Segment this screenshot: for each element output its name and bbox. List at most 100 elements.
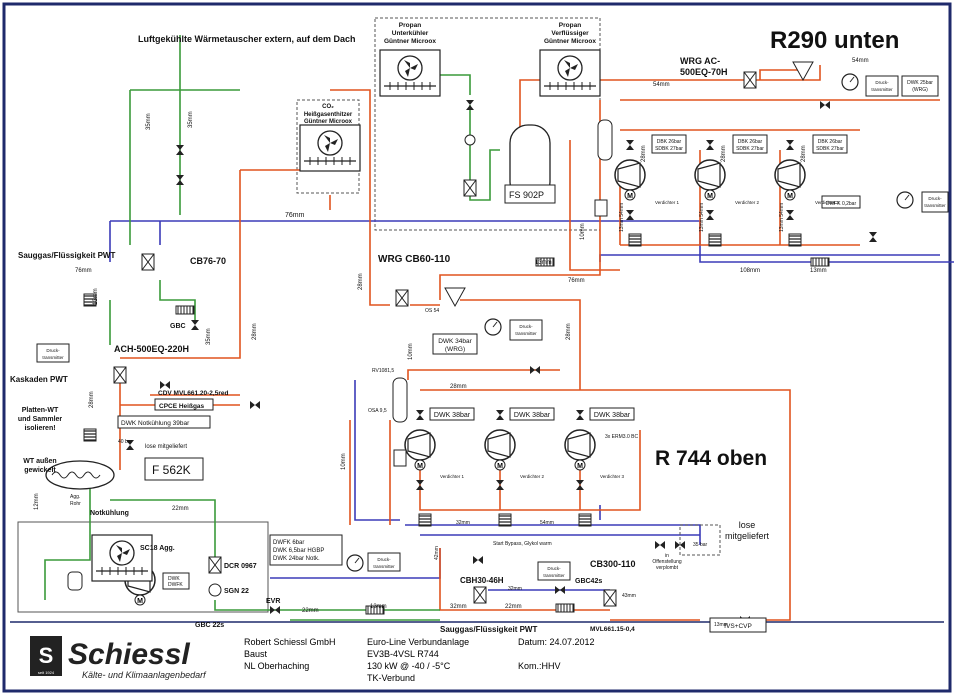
coil-r290-1: [628, 233, 642, 247]
mvl-bottom-label: MVL661.15-0,4: [590, 626, 635, 633]
propan-condenser: [539, 49, 601, 97]
cdv-label: CDV MVL661.20-2,5red: [158, 390, 228, 397]
r744-filter: [393, 449, 407, 467]
pipe-32-a: 32mm: [450, 604, 467, 610]
r290-verdichter-1: Verdichter 1: [655, 200, 680, 205]
dwk-not-box: [117, 415, 211, 429]
gauge-r744-wrg: [484, 318, 502, 336]
pipe-13-d: 13mm: [370, 604, 387, 610]
pipe-28-f: 28mm: [641, 145, 647, 162]
druck-r290-2a: Druck-: [928, 196, 942, 201]
coil-r744-2: [498, 513, 512, 527]
project-line-3: 130 kW @ -40 / -5°C: [367, 661, 451, 671]
dbk-box-1: [651, 134, 687, 154]
dbk3-b: SDBK 27bar: [816, 146, 844, 152]
gbc42s-label: GBC42s: [575, 578, 602, 585]
druck-cbh-a: Druck-: [547, 566, 561, 571]
valve-r744-d3: [576, 410, 584, 420]
druck-r290-a: Druck-: [875, 80, 889, 85]
druck-r290-b: transmitter: [871, 87, 893, 92]
valve-gbc: [191, 320, 199, 330]
schiessl-logo-mark: [30, 636, 62, 676]
dwk25-a: DWK 25bar: [907, 80, 933, 86]
notkuehlung-label: Notkühlung: [90, 510, 129, 517]
valve-r744-c2: [496, 480, 504, 490]
pipe-22-a: 22mm: [172, 506, 189, 512]
dwfk02-box: [821, 195, 861, 209]
sc18-cooler: [91, 534, 153, 582]
pipe-35-c: 35mm: [206, 328, 212, 345]
valve-r744-c3: [576, 480, 584, 490]
valve-dwfk: [869, 232, 877, 242]
sight-glass-sgn22: [208, 583, 222, 597]
dwfk02-label: DWFK 0,2bar: [826, 201, 857, 207]
cb76-70-pwt: [141, 253, 155, 271]
pipe-28-c: 28mm: [566, 323, 572, 340]
f562k-box: [144, 457, 204, 481]
cb300-110: [603, 589, 617, 607]
kom-label: Kom.:HHV: [518, 661, 561, 671]
dwk25-b: (WRG): [912, 87, 928, 93]
druck-cbh-box: [537, 561, 571, 581]
propan-cond-label-1: Propan: [559, 22, 581, 29]
dbk-box-3: [812, 134, 848, 154]
company-line-1: Robert Schiessl GmbH: [244, 637, 336, 647]
valve-cbh: [473, 556, 483, 564]
valve-subcooler: [466, 100, 474, 110]
datum-label: Datum: 24.07.2012: [518, 637, 595, 647]
sc18-dwk-box: [162, 572, 190, 590]
r290-verdichter-3: Verdichter 3: [815, 200, 840, 205]
dwk38-box-3: [589, 407, 635, 421]
pipe-12: 12mm: [34, 493, 40, 510]
company-line-3: NL Oberhaching: [244, 661, 309, 671]
pipe-76-b: 76mm: [75, 268, 92, 274]
valve-r290-d3: [786, 140, 794, 150]
pipe-28-e: 28mm: [89, 391, 95, 408]
dwk38-box-1: [429, 407, 475, 421]
coil-r290-2: [708, 233, 722, 247]
dbk-box-2: [732, 134, 768, 154]
receiver-fs902p-label-box: [504, 184, 556, 204]
pipe-54-a: 54mm: [653, 82, 670, 88]
subcooler-hx: [463, 179, 477, 197]
cpce-box: [154, 398, 214, 411]
wrg-cb-label: WRG CB60-110: [378, 254, 451, 265]
dwfk-box-1: DWFK 6bar: [273, 540, 304, 546]
ivs-label: IVS+CVP: [724, 623, 752, 630]
dwk34-box: [432, 333, 478, 355]
pipe-10-b: 10mm: [408, 343, 414, 360]
propan-sub-label-3: Güntner Microox: [384, 38, 436, 45]
valve-wrg: [530, 366, 540, 374]
wrg-ac-label-1: WRG AC-: [680, 56, 720, 66]
wrg-ac-500eq: [743, 71, 757, 89]
dwk38-1: DWK 38bar: [434, 412, 471, 419]
f562k-label: F 562K: [152, 463, 191, 477]
druck-kaskaden-a: Druck-: [46, 348, 60, 353]
coil-13mm-d: [555, 603, 575, 613]
coil-13mm-b: [810, 257, 830, 267]
gbc22s-label: GBC 22s: [195, 622, 224, 629]
dwk25-box: [901, 75, 939, 97]
project-line-4: TK-Verbund: [367, 673, 415, 683]
valve-liquid-2: [176, 175, 184, 185]
propan-sub-label-1: Propan: [399, 22, 421, 29]
pipe-28-h: 28mm: [801, 145, 807, 162]
title-r290: R290 unten: [770, 27, 899, 54]
dwk34-1: DWK 34bar: [438, 338, 472, 345]
valve-cdv: [160, 381, 170, 389]
r290-filter: [594, 199, 608, 217]
r744-verdichter-3: Verdichter 3: [600, 474, 625, 479]
r744-oil-cyclone: [444, 287, 466, 308]
pipe-43: 43mm: [622, 593, 636, 599]
r744-compressor-2: [484, 429, 516, 471]
start-bypass-label: Start Bypass, Glykol warm: [493, 541, 552, 547]
cpce-label: CPCE Heißgas: [159, 403, 205, 410]
pipe-108: 108mm: [740, 268, 760, 274]
r290-oil-cyclone: [792, 61, 814, 82]
r290-oil-separator: [597, 119, 613, 161]
druck-r744-a: Druck-: [519, 324, 533, 329]
pipe-76-a: 76mm: [285, 212, 305, 219]
wt-label-2: gewickelt: [24, 467, 56, 474]
